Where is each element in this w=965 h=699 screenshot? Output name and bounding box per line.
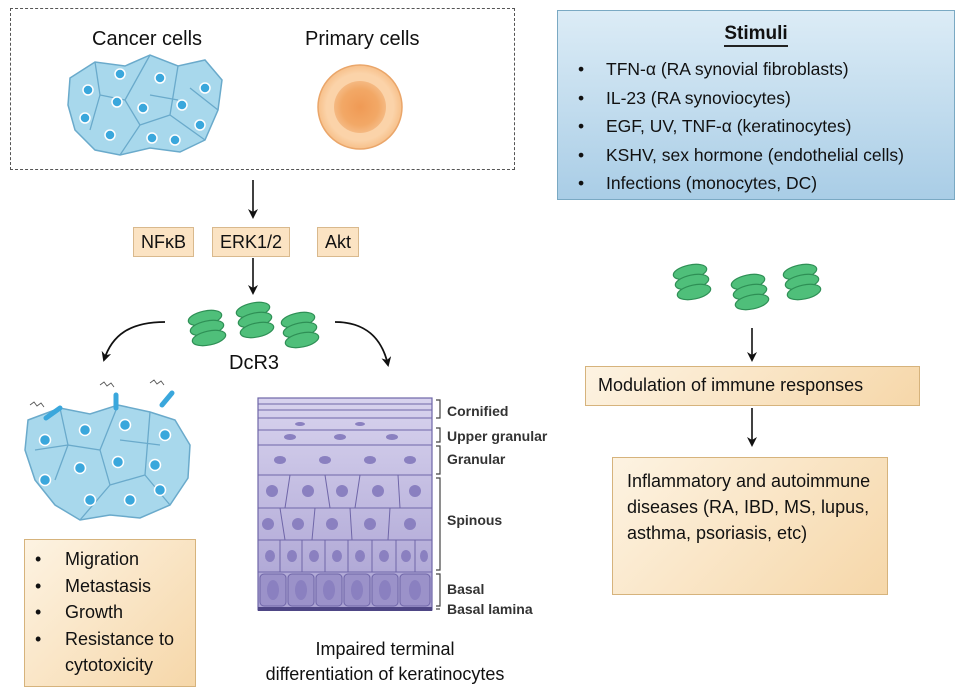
keratinocyte-layers-illustration: [257, 397, 441, 611]
stimuli-item: KSHV, sex hormone (endothelial cells): [578, 141, 904, 170]
effect-item: Growth: [29, 599, 195, 626]
layer-cornified: Cornified: [447, 403, 509, 419]
layer-basal: Basal: [447, 581, 485, 597]
caption-line-1: Impaired terminal: [315, 639, 455, 659]
cancer-effects-box: Migration Metastasis Growth Resistance t…: [24, 539, 196, 687]
effect-item: Resistance to cytotoxicity: [29, 626, 195, 679]
cell-types-box: [10, 8, 515, 170]
stimuli-box: Stimuli TFN-α (RA synovial fibroblasts) …: [557, 10, 955, 200]
dcr3-label: DcR3: [229, 352, 280, 374]
pathway-erk: ERK1/2: [212, 227, 291, 257]
cancer-cells-illustration: [67, 54, 223, 156]
keratinocyte-caption: Impaired terminal differentiation of ker…: [230, 637, 540, 687]
effect-item: Metastasis: [29, 573, 195, 600]
pathway-akt: Akt: [317, 227, 360, 257]
stimuli-item: IL-23 (RA synoviocytes): [578, 84, 904, 113]
dcr3-protein-icon: [187, 301, 320, 349]
stimuli-item: EGF, UV, TNF-α (keratinocytes): [578, 112, 904, 141]
cancer-effects-list: Migration Metastasis Growth Resistance t…: [29, 546, 195, 679]
caption-line-2: differentiation of keratinocytes: [265, 664, 505, 684]
pathway-nfkb: NFκB: [133, 227, 194, 257]
stimuli-item: Infections (monocytes, DC): [578, 169, 904, 198]
cancer-cells-label: Cancer cells: [92, 28, 203, 50]
diseases-box: Inflammatory and autoimmune diseases (RA…: [612, 457, 888, 595]
stimuli-item: TFN-α (RA synovial fibroblasts): [578, 55, 904, 84]
primary-cell-illustration: [317, 64, 403, 150]
stimuli-list: TFN-α (RA synovial fibroblasts) IL-23 (R…: [578, 55, 904, 198]
stimuli-title: Stimuli: [558, 23, 954, 47]
layer-granular: Granular: [447, 451, 506, 467]
cancer-cells-receptors-illustration: [24, 379, 191, 521]
curved-arrow-right: [334, 321, 392, 367]
layer-basal-lamina: Basal lamina: [447, 601, 533, 617]
curved-arrow-left: [101, 321, 166, 362]
dcr3-protein-icon-right: [672, 263, 822, 311]
layer-upper-granular: Upper granular: [447, 428, 548, 444]
primary-cells-label: Primary cells: [305, 28, 420, 50]
effect-item: Migration: [29, 546, 195, 573]
layer-spinous: Spinous: [447, 512, 503, 528]
modulation-box: Modulation of immune responses: [585, 366, 920, 406]
